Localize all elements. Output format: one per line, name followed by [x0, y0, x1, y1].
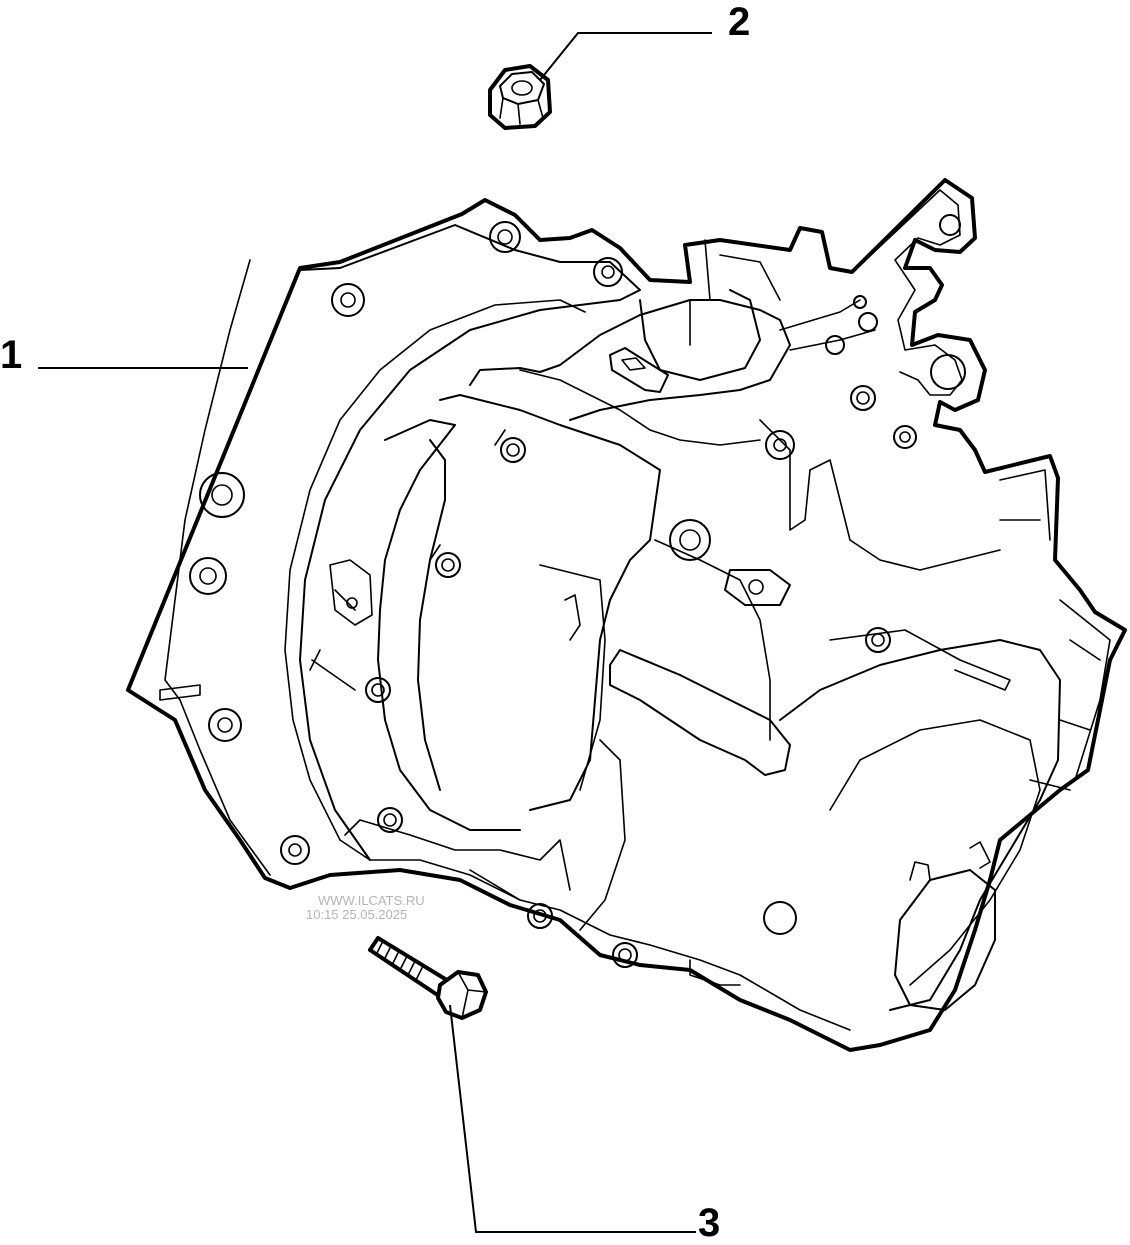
shift-lever-housing: [639, 289, 761, 381]
housing-outline: [126, 178, 1127, 1052]
fill-plug-inner: [679, 529, 701, 551]
shift-shaft: [689, 239, 781, 346]
hex-bolt: [368, 936, 488, 1020]
flange-nut: [488, 64, 552, 130]
shift-tower: [469, 299, 791, 421]
bell-housing-inner-rim: [284, 299, 586, 841]
bolt-shanks: [309, 429, 521, 901]
fill-plug-outer: [669, 519, 711, 561]
case-panel-seam-1: [539, 564, 606, 791]
end-cap-tab: [909, 841, 991, 881]
upper-strut-edge: [519, 369, 761, 446]
case-bolts: [365, 385, 917, 968]
sensor-slot: [621, 357, 646, 371]
nut-hex-face: [499, 71, 545, 105]
bolt-head-flats: [457, 971, 487, 1019]
nut-hex-edges: [499, 97, 544, 125]
linkage-pivot: [858, 312, 878, 332]
bracket-hole-upper: [939, 214, 961, 236]
rear-case-cover: [779, 639, 1061, 1011]
watermark-timestamp: 10:15 25.05.2025: [306, 907, 408, 922]
bell-housing-flange: [299, 224, 641, 861]
bracket-hole-lower: [930, 354, 966, 390]
nut-bore: [511, 80, 533, 96]
case-panel-seam-2: [564, 594, 581, 641]
callout-3-number: 3: [698, 1201, 721, 1245]
lower-sump-inner: [344, 819, 741, 986]
leader-line-2: [539, 32, 712, 81]
left-lug: [329, 559, 373, 626]
left-lug-hole: [346, 597, 358, 609]
lower-sump: [339, 839, 851, 1031]
linkage-ball-2: [825, 335, 845, 355]
left-tab: [159, 684, 201, 701]
case-panel-seam-3: [579, 739, 626, 931]
rear-cover-dome: [829, 719, 1041, 986]
linkage-ball-1: [853, 295, 867, 309]
callout-2-number: 2: [728, 0, 751, 44]
mount-tab-hole: [748, 579, 764, 595]
case-left-rib: [377, 419, 521, 831]
upper-strut: [759, 419, 1001, 571]
leader-line-3: [449, 1004, 696, 1233]
flange-bolt-bosses: [189, 221, 623, 865]
shift-rail-cross: [829, 629, 1011, 691]
rear-side-ribs: [999, 469, 1111, 791]
gearbox-housing: [126, 178, 1127, 1052]
bolt-thread: [375, 942, 423, 981]
case-panel-seam-4: [654, 539, 771, 741]
callout-1-number: 1: [0, 333, 23, 377]
watermark-site: WWW.ILCATS.RU: [318, 893, 425, 908]
case-rib-upper: [417, 439, 446, 791]
end-cap: [894, 869, 996, 1011]
sensor-connector: [609, 347, 669, 393]
mount-tab: [724, 569, 791, 606]
bell-housing-face: [164, 259, 271, 876]
shift-rail-arm: [609, 649, 791, 776]
